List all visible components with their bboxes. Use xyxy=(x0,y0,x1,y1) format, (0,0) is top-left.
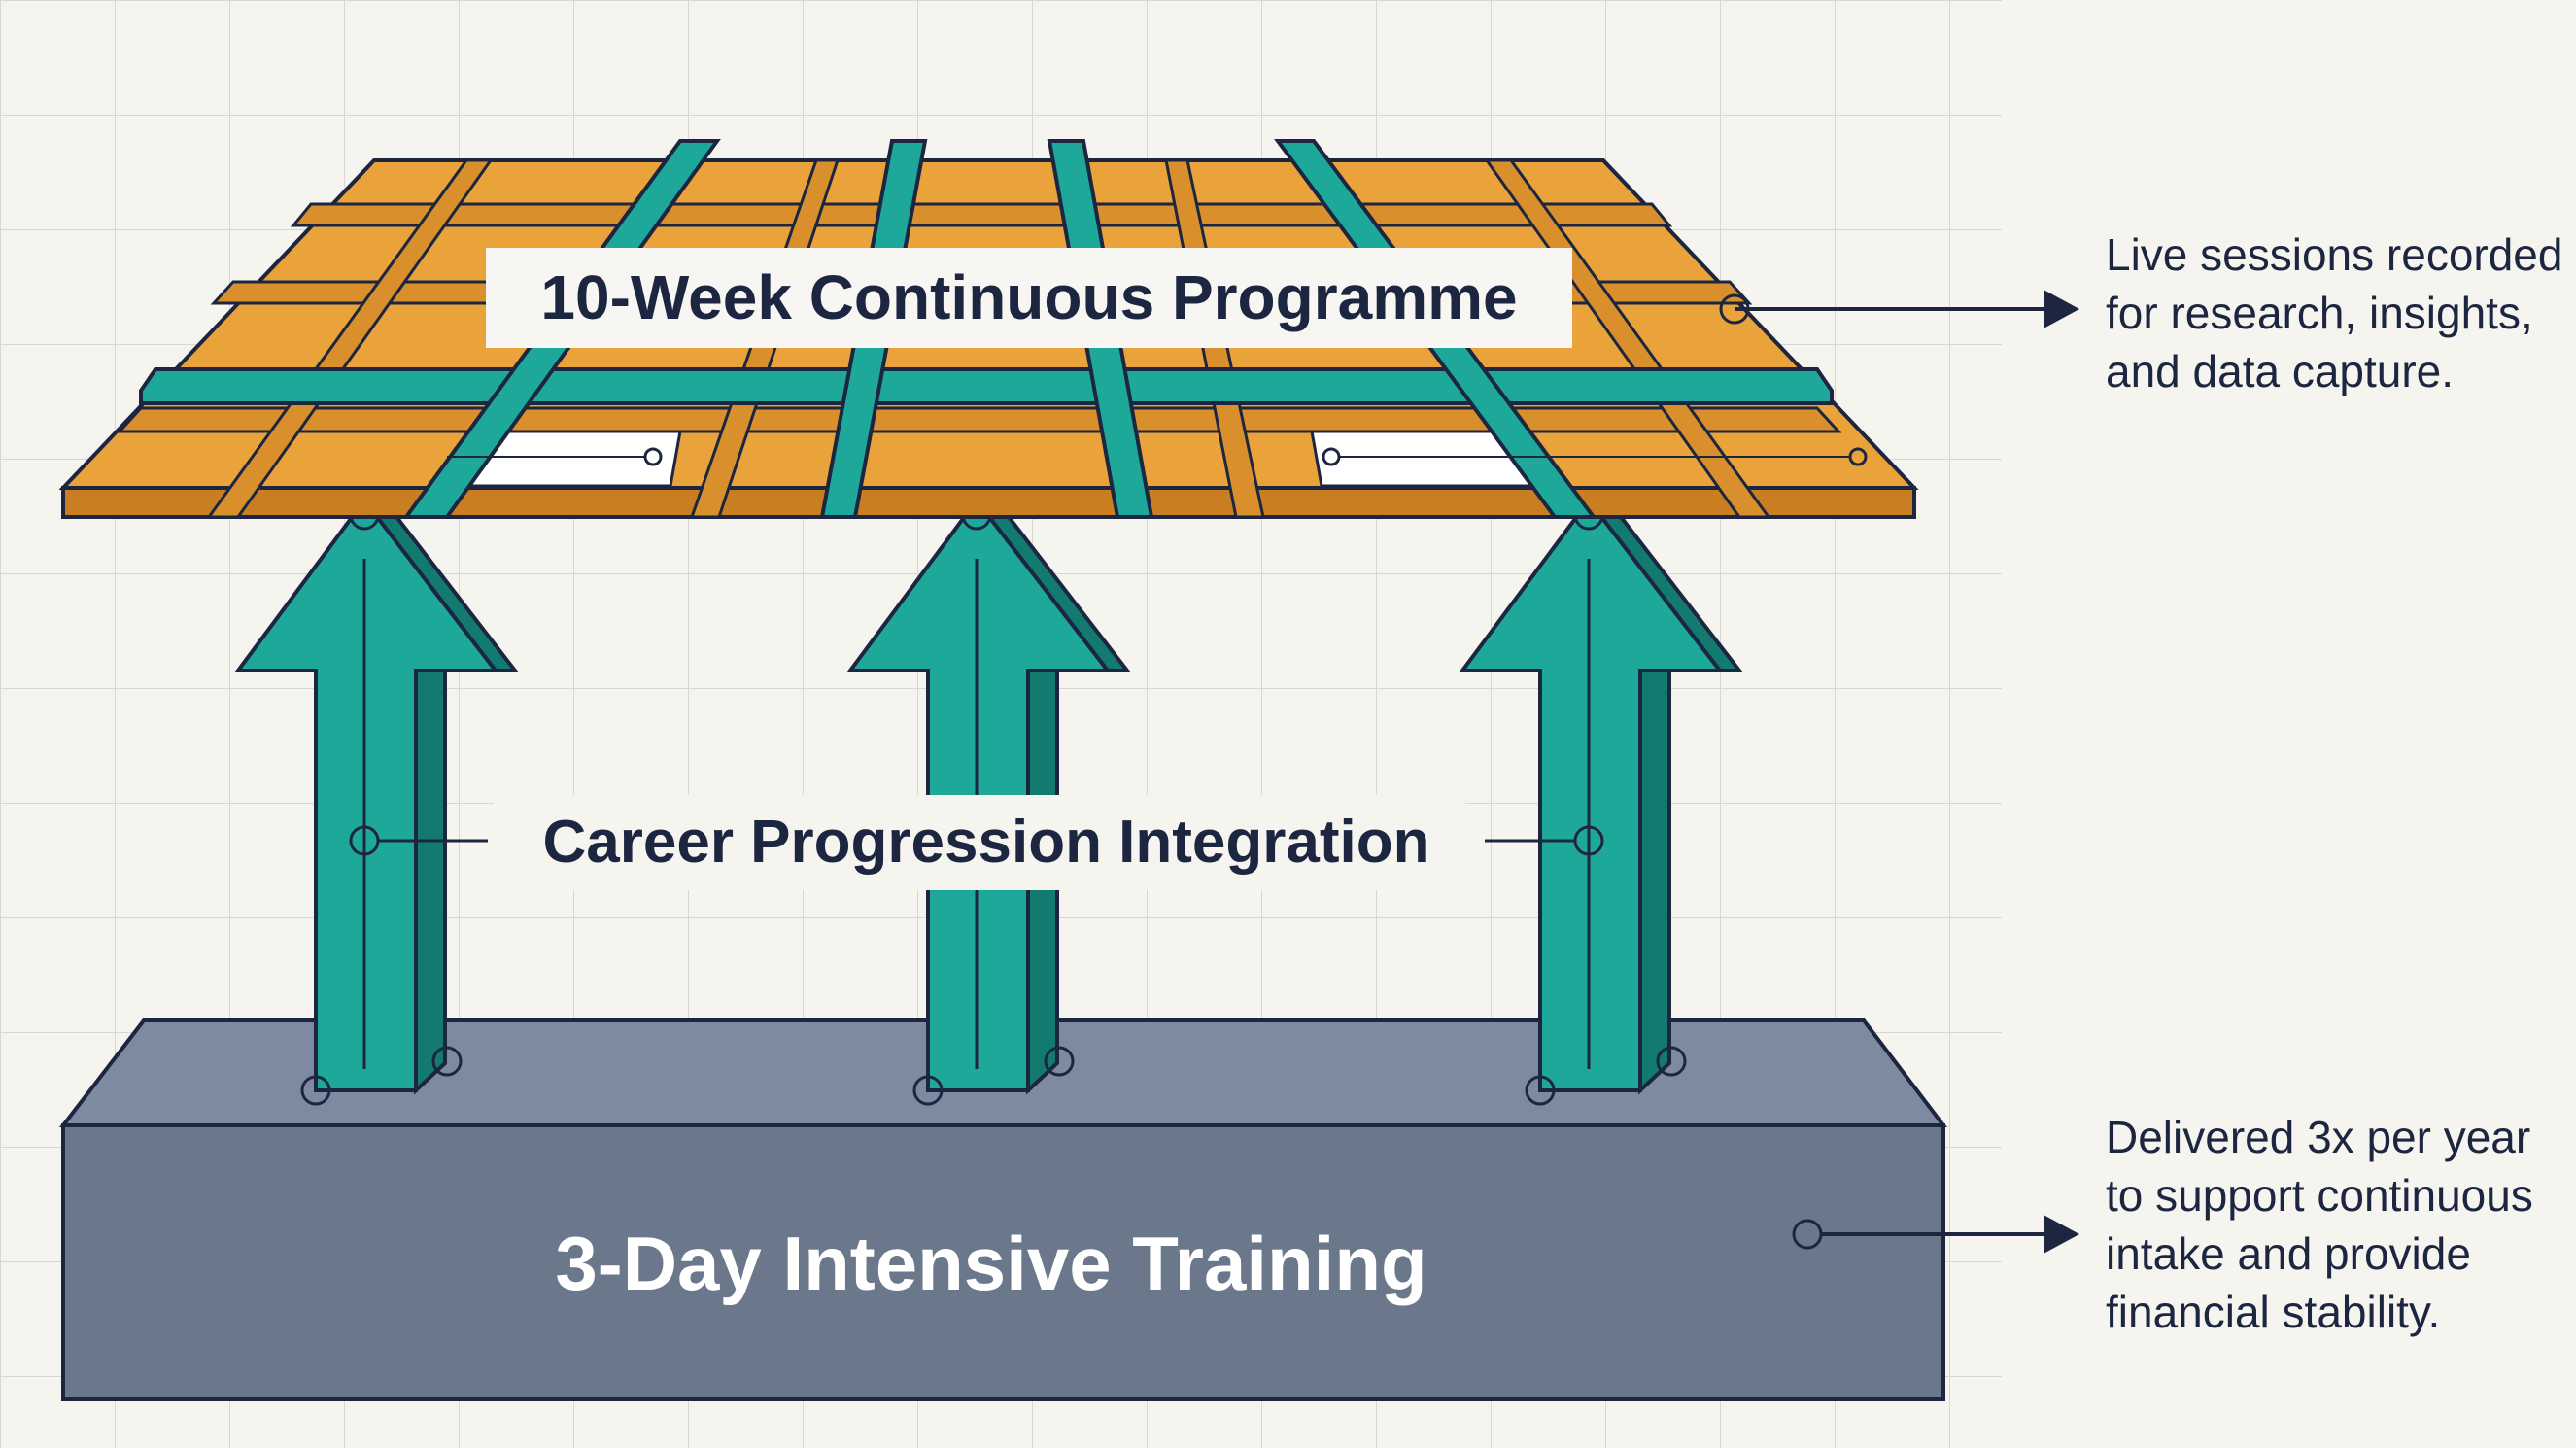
base-note-line-4: financial stability. xyxy=(2106,1287,2440,1337)
base-note-line-1: Delivered 3x per year xyxy=(2106,1112,2530,1162)
callout-base-connector xyxy=(1792,1215,2079,1254)
base-note-line-2: to support continuous xyxy=(2106,1170,2533,1221)
top-note-line-1: Live sessions recorded xyxy=(2106,229,2562,280)
base-label: 3-Day Intensive Training xyxy=(555,1221,1426,1306)
top-note-line-3: and data capture. xyxy=(2106,346,2454,396)
top-label-box xyxy=(486,248,1572,348)
base-note: Delivered 3x per year to support continu… xyxy=(2106,1112,2533,1337)
middle-label-box xyxy=(494,795,1465,890)
callout-top-connector xyxy=(1735,290,2079,328)
top-note-line-2: for research, insights, xyxy=(2106,288,2533,338)
arrow-right xyxy=(1459,497,1744,1095)
arrow-left xyxy=(234,497,520,1095)
base-note-line-3: intake and provide xyxy=(2106,1228,2471,1279)
top-label: 10-Week Continuous Programme xyxy=(540,262,1517,332)
top-note: Live sessions recorded for research, ins… xyxy=(2106,229,2562,396)
middle-label: Career Progression Integration xyxy=(542,809,1429,876)
